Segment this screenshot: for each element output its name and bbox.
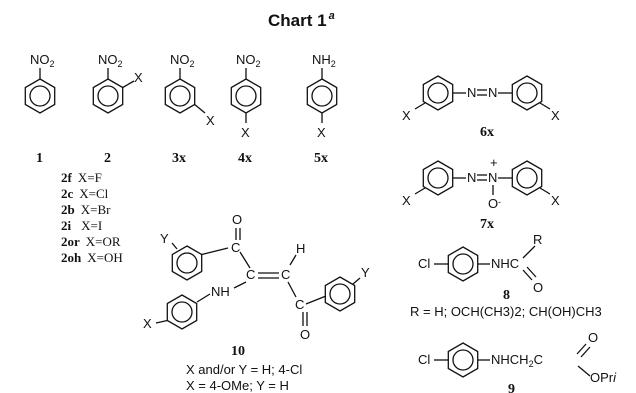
substituent-x-3: X: [206, 113, 215, 128]
nhch2c-9: NHCH2C: [491, 352, 543, 369]
azoxy-n2: N: [488, 170, 497, 185]
label-5x: 5x: [314, 151, 328, 166]
label-3x: 3x: [172, 151, 186, 166]
structure-6x: N N X X 6x: [402, 75, 560, 140]
structure-3x: NO2 X: [164, 52, 215, 128]
label-1: 1: [36, 151, 43, 166]
azoxy-n1: N: [467, 170, 476, 185]
structure-8: Cl NHC R O 8 R = H; OCH(CH3)2; CH(OH)CH3: [410, 232, 602, 319]
substituent-x-10: X: [143, 316, 152, 331]
substituent-x-4: X: [241, 125, 250, 140]
structure-4x: NO2 X: [230, 52, 262, 140]
azo-n1: N: [467, 85, 476, 100]
vinyl-h-10: H: [296, 241, 305, 256]
carbon-c2-10: C: [246, 267, 255, 282]
amine-group-5: NH2: [312, 52, 336, 69]
amine-nh-10: NH: [211, 284, 230, 299]
structure-9: Cl NHCH2C O OPri 9: [418, 330, 617, 393]
carbonyl-o-9: O: [588, 330, 598, 345]
amide-nhc-8: NHC: [491, 256, 519, 271]
azo-n2: N: [488, 85, 497, 100]
structure-2: NO2 X: [92, 52, 143, 114]
carbon-c1-10: C: [231, 240, 240, 255]
carbon-c3-10: C: [281, 267, 290, 282]
substituent-x-6a: X: [402, 108, 411, 123]
substituent-y-10b: Y: [361, 265, 370, 280]
substituent-x-7a: X: [402, 193, 411, 208]
r-definition: R = H; OCH(CH3)2; CH(OH)CH3: [410, 304, 602, 319]
structure-1: NO2: [24, 52, 56, 114]
xy-note-2: X = 4-OMe; Y = H: [186, 378, 289, 393]
carbonyl-o-8: O: [533, 280, 543, 295]
xy-note-1: X and/or Y = H; 4-Cl: [186, 362, 302, 377]
r-group-8: R: [533, 232, 542, 247]
isopropoxy-9: OPri: [590, 370, 617, 385]
substituent-x-2: X: [134, 70, 143, 85]
label-2: 2: [104, 151, 111, 166]
structure-10: Y C O C C H C O Y NH X 10 X and/or Y = H…: [143, 212, 370, 393]
carbonyl-o-10a: O: [232, 212, 242, 227]
nitro-group-1: NO2: [30, 52, 55, 69]
structure-7x: N N + O - X X 7x: [402, 155, 560, 232]
label-7x: 7x: [480, 217, 494, 232]
nitro-group-3: NO2: [170, 52, 195, 69]
label-10: 10: [231, 344, 245, 359]
nitro-group-2: NO2: [98, 52, 123, 69]
azoxy-oxygen: O: [488, 196, 498, 211]
nitro-group-4: NO2: [236, 52, 261, 69]
structure-5x: NH2 X: [306, 52, 338, 140]
azoxy-plus-charge: +: [490, 155, 498, 170]
substituent-x-5: X: [317, 125, 326, 140]
chloro-8: Cl: [418, 256, 430, 271]
label-4x: 4x: [238, 151, 252, 166]
substituent-y-10a: Y: [160, 231, 169, 246]
label-8: 8: [503, 288, 510, 303]
azoxy-minus-charge: -: [498, 197, 501, 207]
label-9: 9: [508, 382, 515, 393]
substituent-x-6b: X: [551, 108, 560, 123]
chart-title-superscript: a: [329, 10, 335, 22]
label-6x: 6x: [480, 125, 494, 140]
substituent-x-7b: X: [551, 193, 560, 208]
chloro-9: Cl: [418, 352, 430, 367]
carbon-c4-10: C: [295, 297, 304, 312]
carbonyl-o-10b: O: [300, 327, 310, 342]
